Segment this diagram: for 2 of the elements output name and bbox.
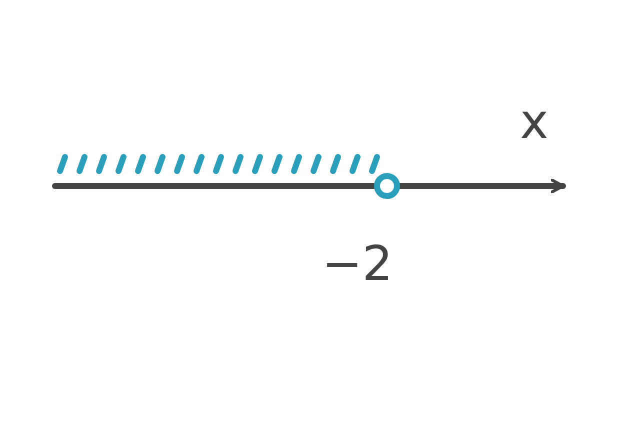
axis-label: x xyxy=(520,98,548,146)
tick-label: −2 xyxy=(322,240,393,288)
